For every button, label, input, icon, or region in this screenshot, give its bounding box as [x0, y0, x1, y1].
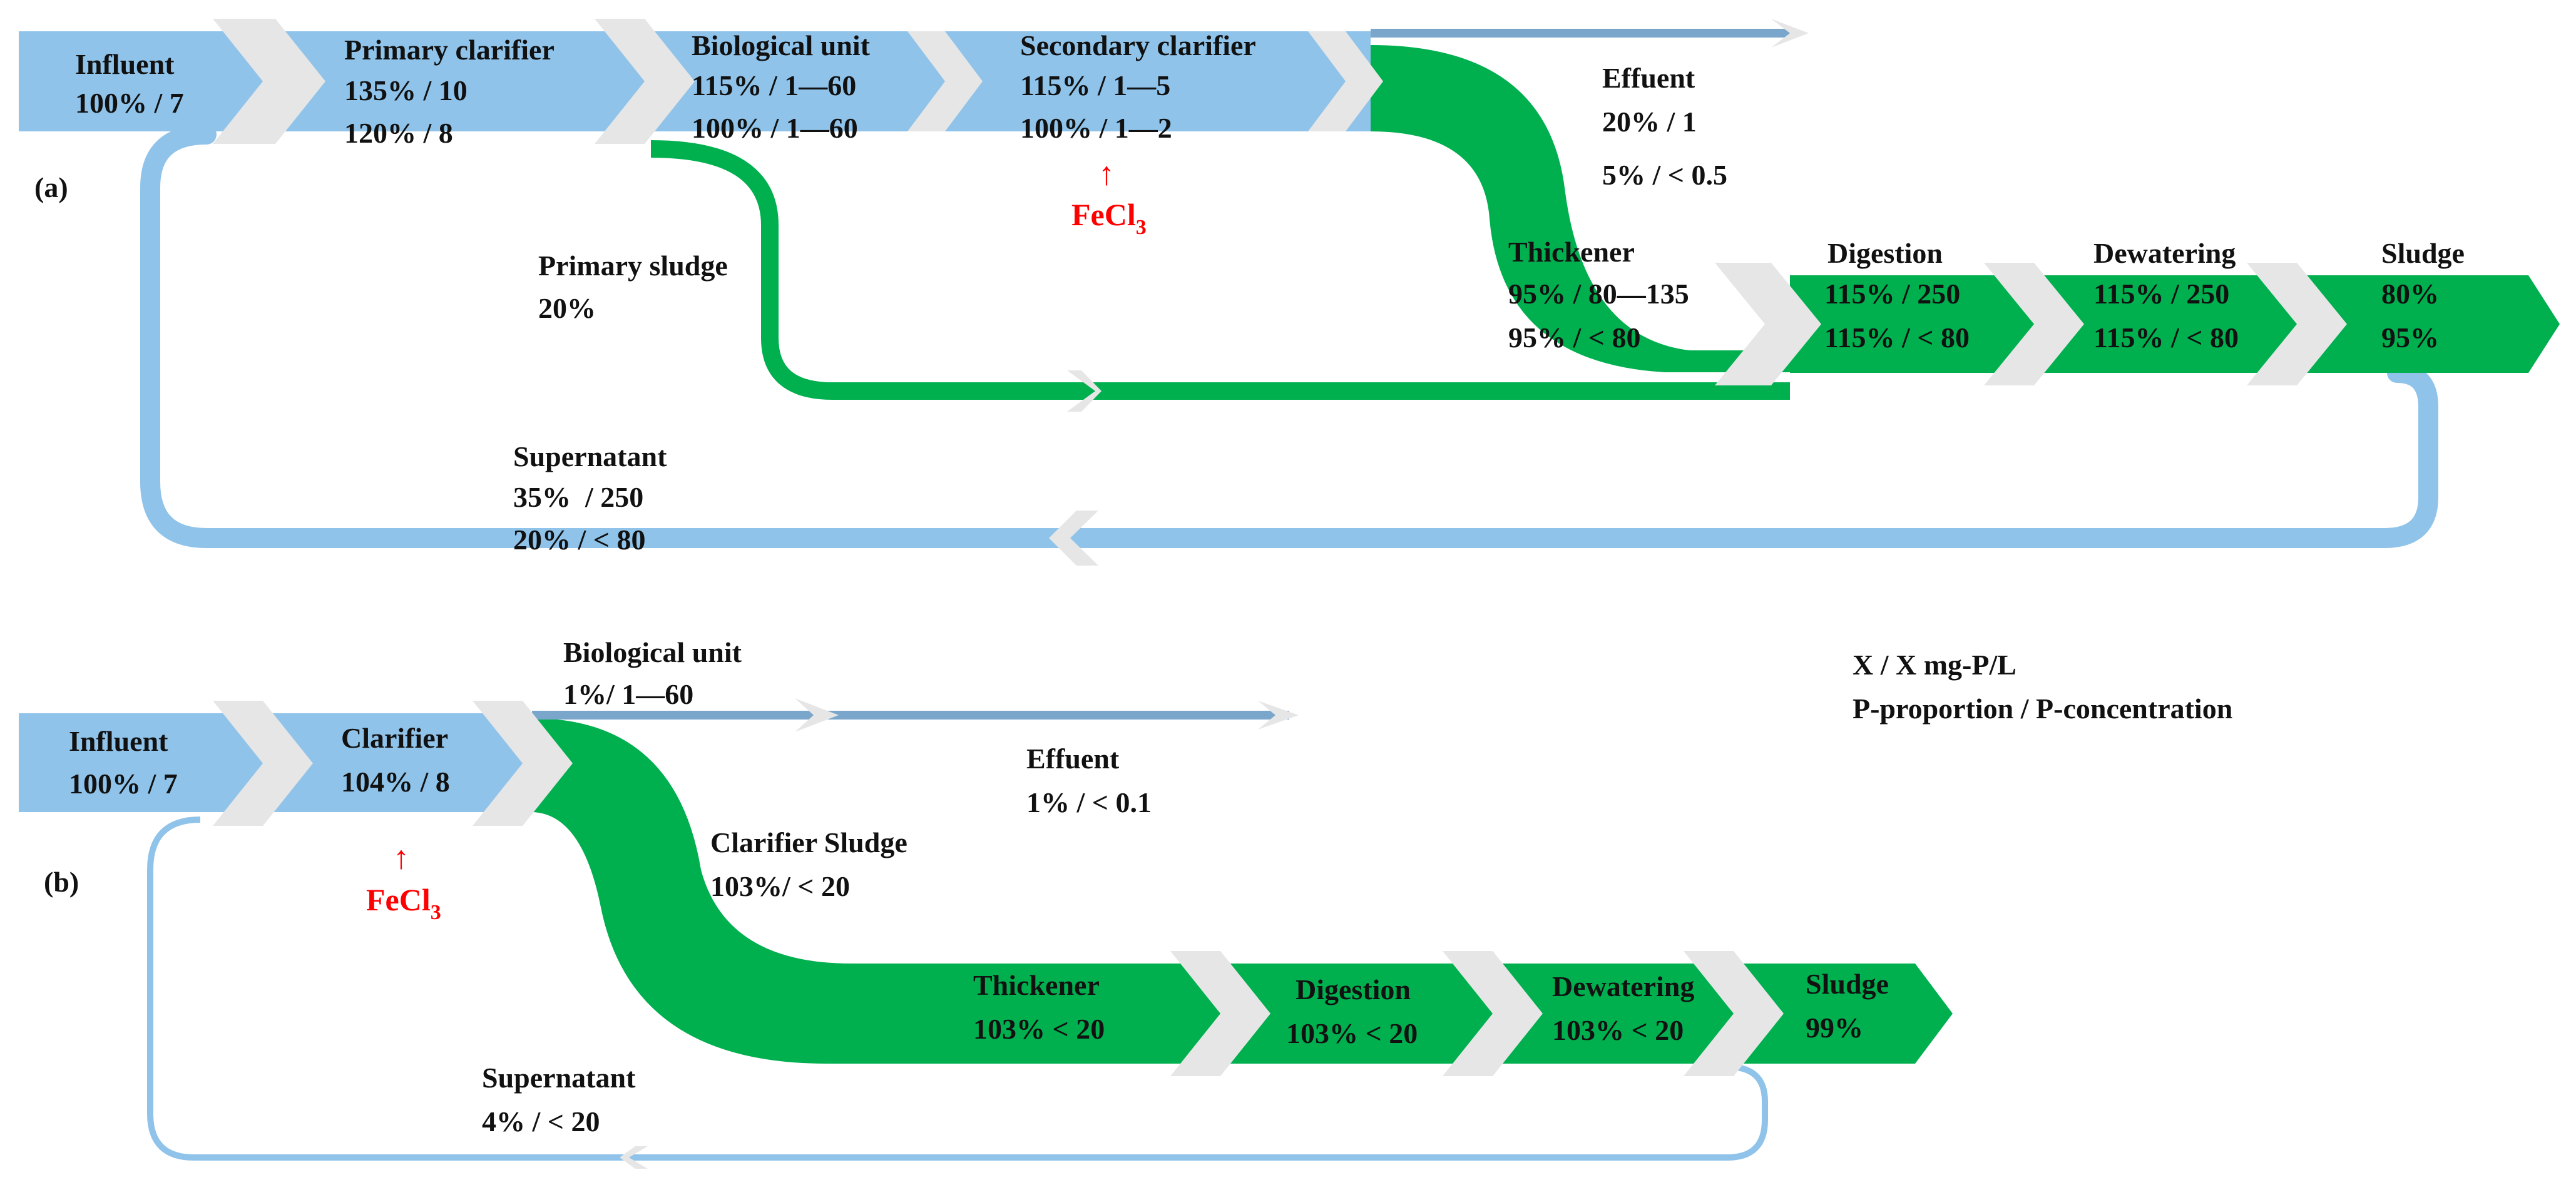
clarifier-value-b: 104% / 8: [341, 766, 450, 798]
biological-unit-value-2-a: 100% / 1—60: [692, 112, 858, 144]
digestion-value-1-a: 115% / 250: [1824, 278, 1960, 310]
thickener-name-b: Thickener: [973, 969, 1100, 1001]
primary-sludge-value-a: 20%: [538, 292, 596, 324]
digestion-name-b: Digestion: [1296, 974, 1411, 1005]
biological-unit-value-b: 1%/ 1—60: [563, 678, 693, 710]
influent-value-b: 100% / 7: [69, 768, 178, 800]
influent-name-b: Influent: [69, 725, 168, 757]
sludge-value-1-a: 80%: [2381, 278, 2439, 310]
clarifier-name-b: Clarifier: [341, 722, 448, 754]
sludge-value-b: 99%: [1806, 1012, 1863, 1044]
secondary-sludge-flow-a: [1371, 45, 1790, 372]
clarifier-sludge-name-b: Clarifier Sludge: [710, 827, 907, 858]
chevron-icon-a-5: [1715, 263, 1821, 385]
clarifier-sludge-value-b: 103%/ < 20: [710, 870, 850, 902]
effluent-line-b: [532, 711, 1289, 720]
sludge-value-2-a: 95%: [2381, 322, 2439, 353]
dewatering-value-b: 103% < 20: [1552, 1014, 1684, 1046]
panel-a: (a) Influent 100% / 7 Primary clarifier …: [19, 19, 2560, 566]
thickener-name-a: Thickener: [1508, 236, 1635, 268]
chevron-icon-a-7: [2247, 263, 2347, 385]
biological-unit-name-a: Biological unit: [692, 29, 871, 61]
supernatant-name-a: Supernatant: [513, 440, 667, 472]
chevron-icon-b-3: [1170, 951, 1270, 1076]
influent-name-a: Influent: [75, 48, 175, 80]
effluent-name-b: Effuent: [1026, 743, 1120, 775]
chevron-icon-a-3: [907, 31, 983, 131]
biological-unit-value-1-a: 115% / 1—60: [692, 69, 856, 101]
dewatering-value-2-a: 115% / < 80: [2093, 322, 2239, 353]
effluent-line-a: [1371, 29, 1796, 38]
panel-b-tag: (b): [44, 866, 79, 898]
supernatant-name-b: Supernatant: [482, 1062, 636, 1094]
chevron-icon-b-2: [473, 701, 573, 826]
secondary-clarifier-name-a: Secondary clarifier: [1020, 29, 1256, 61]
chevron-icon-a-6: [1984, 263, 2084, 385]
chevron-icon-a-4: [1308, 31, 1383, 131]
thickener-value-1-a: 95% / 80—135: [1508, 278, 1689, 310]
dewatering-value-1-a: 115% / 250: [2093, 278, 2229, 310]
dewatering-name-b: Dewatering: [1552, 970, 1694, 1002]
supernatant-return-loop-b: [147, 816, 1768, 1161]
primary-sludge-line-a: [650, 140, 1790, 400]
return-chevron-icon-a: [1049, 511, 1098, 566]
primary-clarifier-value-1-a: 135% / 10: [344, 74, 468, 106]
supernatant-value-b: 4% / < 20: [482, 1106, 600, 1137]
primary-sludge-chevron-icon-a: [1067, 370, 1101, 412]
primary-clarifier-name-a: Primary clarifier: [344, 34, 555, 66]
supernatant-value-1-a: 35% / 250: [513, 481, 643, 513]
effluent-value-1-a: 20% / 1: [1602, 106, 1697, 138]
sludge-train-a: [1790, 275, 2560, 373]
biological-unit-name-b: Biological unit: [563, 636, 742, 668]
clarifier-sludge-flow-b: [532, 718, 1001, 1064]
chevron-icon-b-1: [213, 701, 313, 826]
chevron-icon-b-5: [1684, 951, 1784, 1076]
effluent-value-2-a: 5% / < 0.5: [1602, 159, 1727, 191]
legend-line-2: P-proportion / P-concentration: [1853, 693, 2232, 725]
chevron-icon-b-4: [1443, 951, 1543, 1076]
primary-sludge-name-a: Primary sludge: [538, 250, 728, 282]
supernatant-return-loop-a: [140, 125, 2438, 548]
effluent-value-b: 1% / < 0.1: [1026, 786, 1152, 818]
effluent-name-a: Effuent: [1602, 62, 1695, 94]
effluent-arrow-icon-b-1: [795, 698, 839, 732]
legend-line-1: X / X mg-P/L: [1853, 649, 2016, 681]
digestion-value-2-a: 115% / < 80: [1824, 322, 1970, 353]
dosing-arrow-icon-a: ↑: [1098, 156, 1115, 192]
sludge-name-a: Sludge: [2381, 237, 2465, 269]
digestion-name-a: Digestion: [1827, 237, 1943, 269]
thickener-value-b: 103% < 20: [973, 1013, 1105, 1045]
legend: X / X mg-P/L P-proportion / P-concentrat…: [1853, 649, 2232, 725]
dosing-chemical-b: FeCl3: [366, 882, 441, 924]
dosing-arrow-icon-b: ↑: [393, 840, 409, 876]
primary-clarifier-value-2-a: 120% / 8: [344, 117, 453, 149]
secondary-clarifier-value-1-a: 115% / 1—5: [1020, 69, 1170, 101]
effluent-arrow-icon-b-2: [1258, 701, 1299, 730]
return-chevron-icon-b: [620, 1146, 648, 1169]
dosing-chemical-a: FeCl3: [1071, 197, 1147, 239]
sludge-name-b: Sludge: [1806, 968, 1889, 1000]
effluent-arrow-icon-a: [1771, 19, 1809, 48]
chevron-icon-a-2: [595, 19, 695, 144]
chevron-icon-a-1: [213, 19, 325, 144]
dewatering-name-a: Dewatering: [2093, 237, 2236, 269]
secondary-clarifier-value-2-a: 100% / 1—2: [1020, 112, 1172, 144]
influent-value-a: 100% / 7: [75, 87, 184, 119]
supernatant-value-2-a: 20% / < 80: [513, 524, 646, 556]
panel-b: (b) Influent 100% / 7 Clarifier 104% / 8…: [19, 636, 1953, 1169]
thickener-value-2-a: 95% / < 80: [1508, 322, 1641, 353]
digestion-value-b: 103% < 20: [1286, 1017, 1418, 1049]
panel-a-tag: (a): [34, 171, 68, 203]
